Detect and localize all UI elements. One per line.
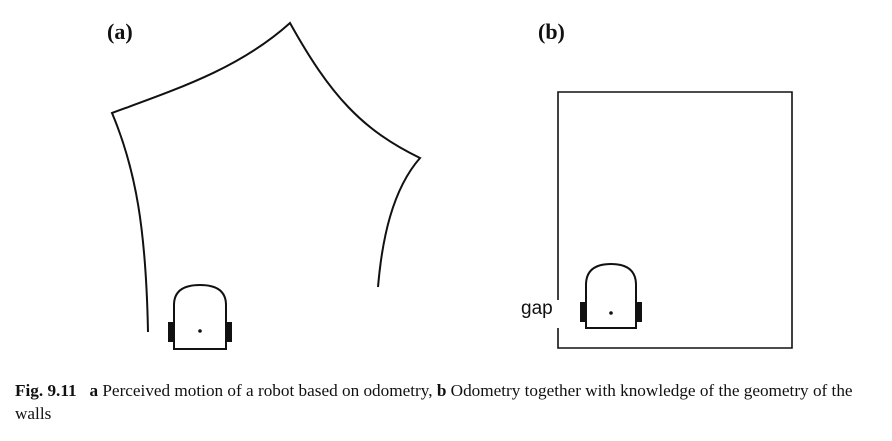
caption-part-b-marker: b <box>436 381 447 400</box>
robot-b-left-wheel <box>580 302 586 322</box>
panel-b-label: (b) <box>538 19 565 44</box>
robot-b-center-dot <box>609 311 613 315</box>
panel-a-diagram <box>110 21 422 350</box>
robot-a-right-wheel <box>226 322 232 342</box>
robot-a-center-dot <box>198 329 202 333</box>
gap-label: gap <box>521 298 553 319</box>
figure-number: Fig. 9.11 <box>15 381 77 400</box>
panel-b-diagram <box>557 91 793 349</box>
figure-drawing <box>110 21 793 350</box>
robot-b-body <box>585 262 637 329</box>
figure: (a) (b) gap <box>107 19 793 350</box>
perceived-wall-path <box>110 21 422 333</box>
caption-part-b-text: Odometry together with knowledge of the … <box>15 381 853 423</box>
caption-part-a-text: Perceived motion of a robot based on odo… <box>102 381 433 400</box>
robot-b-right-wheel <box>636 302 642 322</box>
room-walls <box>557 91 793 349</box>
caption-part-a-marker: a <box>89 381 99 400</box>
robot-a-body <box>173 283 227 350</box>
robot-a-left-wheel <box>168 322 174 342</box>
figure-caption: Fig. 9.11 a Perceived motion of a robot … <box>15 379 885 425</box>
panel-a-label: (a) <box>107 19 133 44</box>
